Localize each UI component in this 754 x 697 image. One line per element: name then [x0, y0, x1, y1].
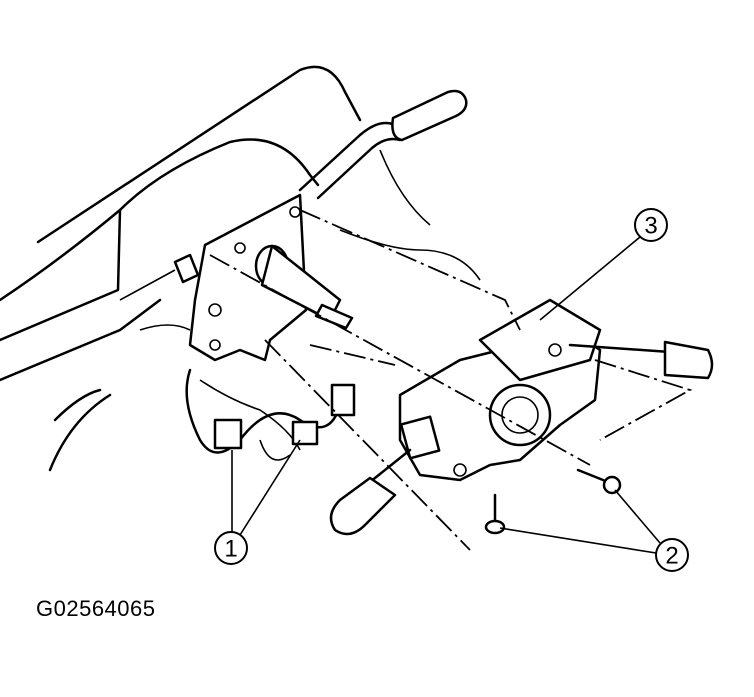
steering-shaft [254, 244, 354, 330]
connector-1a [213, 418, 243, 450]
wiper-switch-lever [568, 340, 714, 380]
callout-2: 2 [499, 489, 689, 572]
dashboard-outline [0, 65, 362, 472]
shift-lever [298, 89, 481, 281]
screws [484, 468, 622, 535]
figure-id-caption: G02564065 [36, 596, 156, 621]
turn-signal-lever [329, 448, 412, 536]
combination-switch [398, 298, 602, 482]
callout-3: 3 [539, 208, 668, 321]
column-bracket [173, 193, 308, 362]
callout-2-label: 2 [665, 543, 678, 570]
wiring-harness [185, 368, 356, 461]
callout-1: 1 [214, 439, 301, 565]
connector-1b [291, 420, 319, 446]
connector-c [330, 383, 356, 417]
alignment-lines [209, 209, 693, 551]
callout-1-label: 1 [224, 536, 237, 563]
callout-3-label: 3 [644, 213, 657, 240]
